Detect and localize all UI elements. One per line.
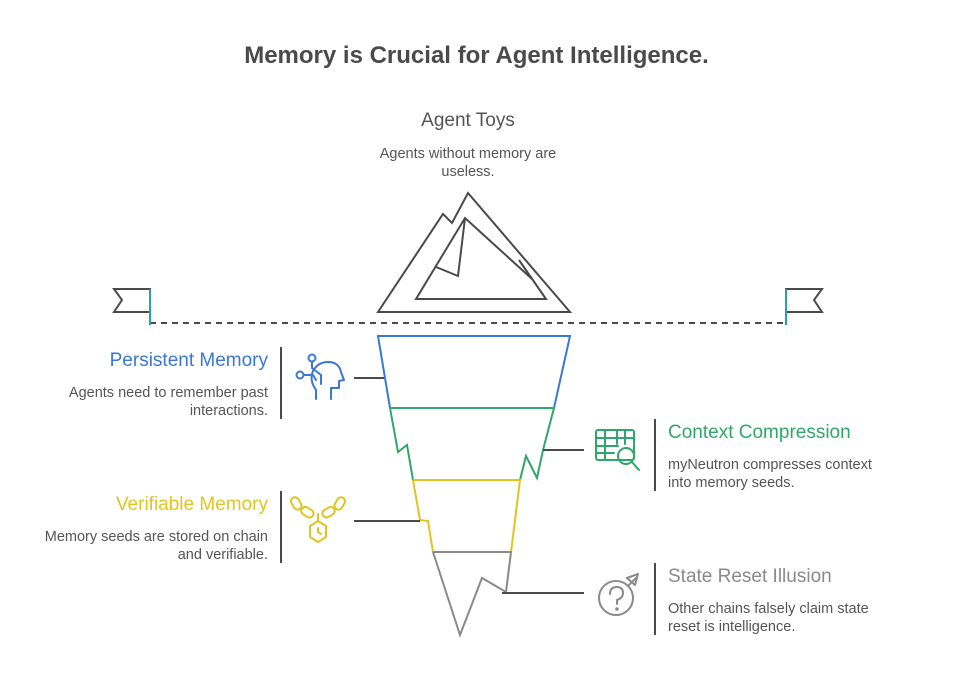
right-flag <box>785 288 824 325</box>
state-reset-description: Other chains falsely claim state reset i… <box>668 601 869 635</box>
persistent-memory-heading: Persistent Memory <box>109 350 268 371</box>
iceberg-tip-inner <box>414 216 548 300</box>
iceberg-tip <box>376 191 573 313</box>
state-reset-heading: State Reset Illusion <box>668 566 832 587</box>
separators <box>280 347 656 635</box>
context-compression-heading: Context Compression <box>668 422 851 443</box>
question-male-icon <box>598 573 639 616</box>
verifiable-memory-description: Memory seeds are stored on chain and ver… <box>44 529 268 563</box>
agent-toys-description: Agents without memory are useless. <box>379 146 557 180</box>
head-network-icon <box>295 353 345 400</box>
verifiable-memory-heading: Verifiable Memory <box>115 494 268 515</box>
layer-persistent-memory <box>376 335 572 409</box>
persistent-memory-description: Agents need to remember past interaction… <box>68 385 268 419</box>
iceberg-tip-outer <box>376 191 573 313</box>
table-search-icon <box>595 429 640 471</box>
left-flag <box>112 288 151 325</box>
context-compression-description: myNeutron compresses context into memory… <box>668 457 872 491</box>
layer-verifiable-memory <box>412 479 522 553</box>
page-title: Memory is Crucial for Agent Intelligence… <box>244 42 709 69</box>
chain-link-icon <box>290 496 346 543</box>
agent-toys-heading: Agent Toys <box>421 110 515 131</box>
layer-context-compression <box>389 407 556 481</box>
connectors <box>354 377 584 594</box>
iceberg-underwater <box>376 335 572 638</box>
layer-state-reset <box>432 551 513 638</box>
